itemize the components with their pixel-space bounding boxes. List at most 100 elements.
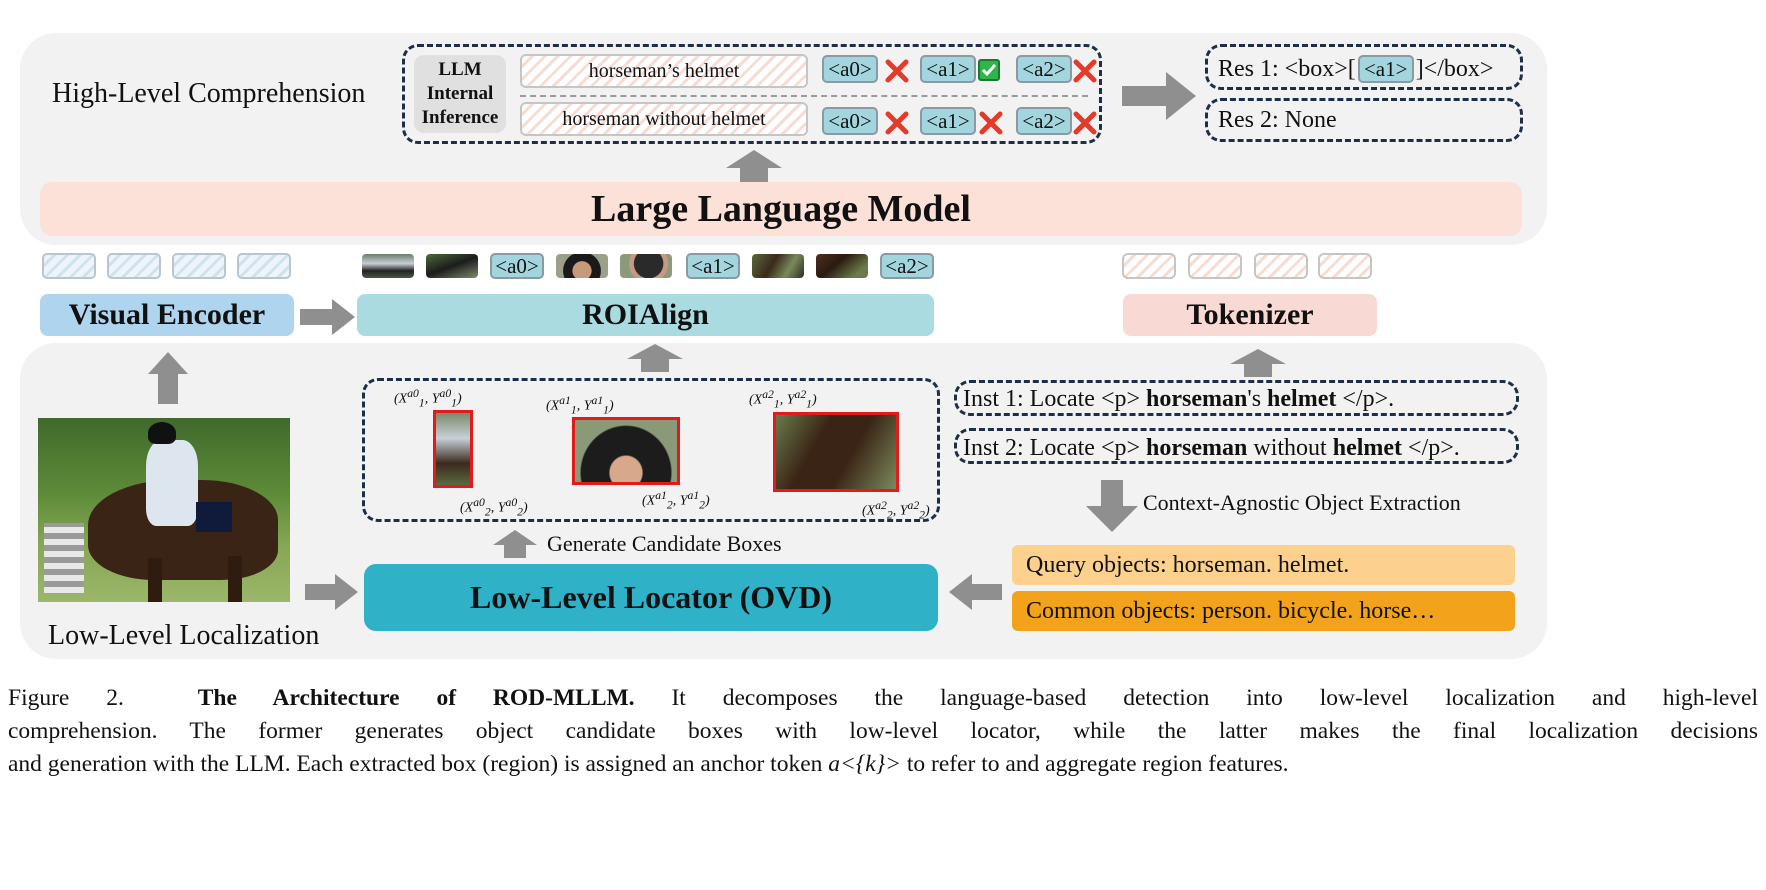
x-mark-icon	[1073, 111, 1097, 135]
inst2-post: </p>.	[1402, 435, 1460, 461]
check-mark-icon	[978, 59, 1000, 81]
caption-title: The Architecture of ROD-MLLM.	[197, 685, 635, 711]
candidate-box-a2	[773, 412, 899, 492]
query-box-2: horseman without helmet	[520, 102, 808, 136]
roialign-label: ROIAlign	[582, 298, 709, 331]
text-token	[1254, 253, 1308, 279]
result-1-prefix: Res 1: <box>[	[1218, 55, 1356, 82]
region-feature-thumb	[556, 254, 608, 278]
result-2: Res 2: None	[1218, 107, 1337, 133]
caption-text-1: It decomposes the language-based detecti…	[671, 685, 1759, 711]
high-level-label: High-Level Comprehension	[52, 78, 366, 109]
inst2-pre: Inst 2: Locate <p>	[963, 435, 1147, 461]
caption-label: Figure 2.	[8, 685, 124, 711]
coord-sub: 2	[919, 508, 925, 522]
tokenizer-block: Tokenizer	[1123, 294, 1377, 336]
coord-sup: a2	[907, 499, 920, 512]
input-image	[38, 418, 290, 602]
coord-sub: 1	[451, 396, 457, 410]
coord-part: , Y	[576, 398, 592, 414]
visual-token	[42, 253, 96, 279]
caption-text-3: and generation with the LLM. Each extrac…	[8, 751, 829, 777]
candidate-box-a1	[572, 417, 680, 485]
arrow-right-icon	[300, 299, 355, 335]
arrow-up-icon	[148, 352, 188, 404]
query-text-1: horseman’s helmet	[588, 59, 740, 82]
coord-sup: a1	[591, 394, 604, 407]
caption-line-3: and generation with the LLM. Each extrac…	[8, 748, 1758, 781]
coord-sub: 2	[699, 498, 705, 512]
low-level-label: Low-Level Localization	[48, 620, 320, 651]
llm-internal-line-2: Internal	[426, 83, 494, 104]
coord-sub: 2	[666, 498, 673, 512]
arrow-up-icon	[627, 344, 683, 372]
coord-a1-top: (Xa11, Ya11)	[546, 394, 614, 416]
inst1-bold-1: horseman	[1146, 386, 1248, 412]
coord-sup: a1	[655, 489, 667, 502]
anchor-token-a0: <a0>	[490, 253, 544, 279]
query-objects-text: Query objects: horseman. helmet.	[1026, 551, 1350, 578]
arrow-right-icon	[1122, 72, 1196, 120]
coord-sup: a2	[762, 388, 774, 401]
inst1-pre: Inst 1: Locate <p>	[963, 386, 1147, 412]
photo-horse-leg	[148, 558, 162, 602]
extraction-label: Context-Agnostic Object Extraction	[1143, 490, 1461, 515]
instruction-2: Inst 2: Locate <p> horseman without helm…	[963, 435, 1460, 462]
coord-part: (X	[460, 500, 474, 516]
coord-sup: a2	[875, 499, 887, 512]
region-feature-thumb	[362, 254, 414, 278]
region-feature-thumb	[752, 254, 804, 278]
llm-title: Large Language Model	[591, 188, 971, 230]
coord-part: )	[811, 392, 817, 408]
arrow-right-icon	[305, 574, 358, 610]
coord-part: , Y	[490, 500, 506, 516]
coord-sub: 1	[806, 397, 812, 411]
caption-line-1: Figure 2. The Architecture of ROD-MLLM. …	[8, 682, 1758, 715]
llm-internal-line-1: LLM	[438, 59, 482, 80]
anchor-token-a1: <a1>	[686, 253, 740, 279]
x-mark-icon	[885, 59, 909, 83]
text-token	[1318, 253, 1372, 279]
query-objects-block: Query objects: horseman. helmet.	[1012, 545, 1515, 585]
anchor-a0-row1: <a0>	[822, 55, 878, 83]
coord-a2-bottom: (Xa22, Ya22)	[862, 499, 930, 521]
coord-sub: 2	[886, 508, 893, 522]
figure-caption: Figure 2. The Architecture of ROD-MLLM. …	[8, 682, 1758, 781]
anchor-a1-row1: <a1>	[920, 55, 976, 83]
coord-part: (X	[394, 391, 408, 407]
coord-sub: 1	[418, 396, 425, 410]
query-box-1: horseman’s helmet	[520, 54, 808, 88]
instruction-2-box	[954, 428, 1519, 464]
result-1-suffix: ]</box>	[1415, 55, 1494, 82]
arrow-down-icon	[1086, 480, 1138, 532]
inst2-bold-2: helmet	[1332, 435, 1403, 461]
coord-part: (X	[862, 503, 876, 519]
arrow-up-icon	[493, 530, 537, 558]
text-token	[1188, 253, 1242, 279]
coord-sup: a2	[794, 388, 807, 401]
visual-token	[172, 253, 226, 279]
anchor-a0-row2: <a0>	[822, 107, 878, 135]
coord-part: )	[522, 500, 528, 516]
result-1-token: <a1>	[1357, 55, 1414, 83]
query-divider	[520, 95, 1088, 97]
coord-part: (X	[642, 493, 656, 509]
llm-internal-line-3: Inference	[421, 107, 499, 128]
coord-sup: a1	[687, 489, 700, 502]
arrow-up-icon	[1230, 349, 1286, 377]
common-objects-text: Common objects: person. bicycle. horse…	[1026, 597, 1436, 624]
llm-inference-box	[402, 44, 1102, 144]
llm-internal-inference: LLM Internal Inference	[414, 55, 506, 133]
coord-part: (X	[546, 398, 560, 414]
coord-part: , Y	[892, 503, 908, 519]
photo-horse-leg	[228, 556, 242, 602]
result-2-box	[1205, 98, 1523, 142]
x-mark-icon	[885, 111, 909, 135]
coord-sup: a0	[505, 496, 518, 509]
anchor-token-a2: <a2>	[880, 253, 934, 279]
region-feature-thumb	[426, 254, 478, 278]
visual-encoder-label: Visual Encoder	[68, 298, 266, 331]
low-level-locator-block: Low-Level Locator (OVD)	[364, 564, 938, 631]
x-mark-icon	[979, 111, 1003, 135]
coord-a1-bottom: (Xa12, Ya12)	[642, 489, 710, 511]
